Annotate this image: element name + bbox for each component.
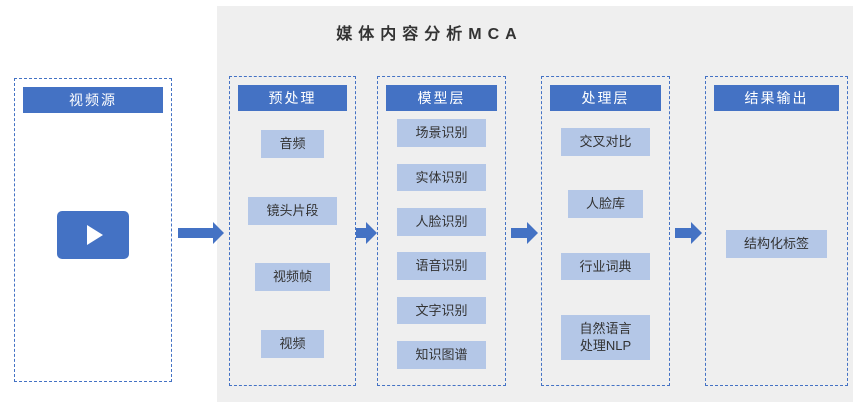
column-result-output-body: 结构化标签 (714, 111, 839, 377)
column-preprocess: 预处理 音频 镜头片段 视频帧 视频 (229, 76, 356, 386)
flow-arrow-2 (356, 222, 377, 244)
flow-item-industry-dictionary: 行业词典 (561, 252, 650, 281)
video-player-thumbnail (57, 211, 129, 259)
column-processing-layer-header: 处理层 (550, 85, 661, 111)
column-video-source-header: 视频源 (23, 87, 163, 113)
column-model-layer-header: 模型层 (386, 85, 497, 111)
column-model-layer-body: 场景识别 实体识别 人脸识别 语音识别 文字识别 知识图谱 (386, 111, 497, 377)
flow-arrow-3 (511, 222, 538, 244)
column-video-source-body (23, 113, 163, 373)
column-video-source: 视频源 (14, 78, 172, 382)
flow-item-face-recognition: 人脸识别 (397, 208, 486, 236)
flow-arrow-1 (178, 222, 224, 244)
flow-item-cross-compare: 交叉对比 (561, 128, 650, 156)
column-processing-layer: 处理层 交叉对比 人脸库 行业词典 自然语言 处理NLP (541, 76, 670, 386)
column-result-output-header: 结果输出 (714, 85, 839, 111)
diagram-title: 媒体内容分析MCA (336, 26, 523, 43)
flow-item-video: 视频 (261, 329, 324, 358)
flow-item-audio: 音频 (261, 130, 324, 159)
flow-item-knowledge-graph: 知识图谱 (397, 341, 486, 369)
column-model-layer: 模型层 场景识别 实体识别 人脸识别 语音识别 文字识别 知识图谱 (377, 76, 506, 386)
flow-item-scene-recognition: 场景识别 (397, 119, 486, 147)
flow-item-video-frames: 视频帧 (254, 263, 330, 292)
column-result-output: 结果输出 结构化标签 (705, 76, 848, 386)
flow-item-structured-labels: 结构化标签 (725, 230, 827, 258)
flow-item-text-recognition: 文字识别 (397, 296, 486, 325)
flow-item-speech-recognition: 语音识别 (397, 252, 486, 280)
column-preprocess-header: 预处理 (238, 85, 347, 111)
play-icon (87, 225, 103, 245)
flow-item-face-library: 人脸库 (567, 190, 643, 218)
flow-arrow-4 (675, 222, 702, 244)
flow-item-shot-clips: 镜头片段 (248, 196, 337, 225)
column-preprocess-body: 音频 镜头片段 视频帧 视频 (238, 111, 347, 377)
column-processing-layer-body: 交叉对比 人脸库 行业词典 自然语言 处理NLP (550, 111, 661, 377)
flow-item-entity-recognition: 实体识别 (397, 163, 486, 192)
flow-item-nlp: 自然语言 处理NLP (561, 314, 650, 360)
